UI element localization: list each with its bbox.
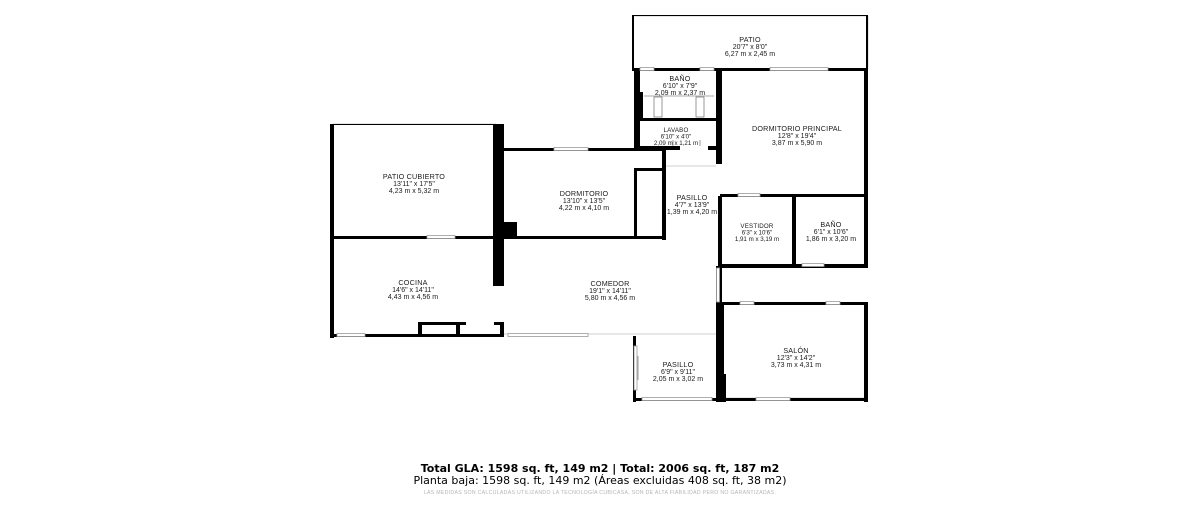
- svg-text:BAÑO: BAÑO: [669, 74, 690, 83]
- svg-text:6'9" x 9'11": 6'9" x 9'11": [661, 369, 695, 376]
- svg-text:COMEDOR: COMEDOR: [591, 279, 630, 288]
- svg-text:4,43 m x 4,56 m: 4,43 m x 4,56 m: [388, 294, 438, 301]
- svg-text:DORMITORIO PRINCIPAL: DORMITORIO PRINCIPAL: [752, 124, 842, 133]
- svg-text:6'10" x 4'0": 6'10" x 4'0": [661, 134, 692, 141]
- room-label-lavabo: LAVABO 6'10" x 4'0" 2,09 m x 1,21 m: [654, 127, 698, 147]
- svg-text:PASILLO: PASILLO: [663, 360, 694, 369]
- svg-text:PASILLO: PASILLO: [677, 193, 708, 202]
- room-label-pasillo-1: PASILLO 4'7" x 13'9" 1,39 m x 4,20 m: [667, 193, 717, 216]
- svg-text:13'10" x 13'5": 13'10" x 13'5": [563, 198, 606, 205]
- svg-text:12'3" x 14'2": 12'3" x 14'2": [777, 355, 816, 362]
- room-label-dormitorio-principal: DORMITORIO PRINCIPAL 12'8" x 19'4" 3,87 …: [752, 124, 842, 147]
- svg-text:SALÓN: SALÓN: [783, 346, 808, 355]
- svg-text:2,05 m x 3,02 m: 2,05 m x 3,02 m: [653, 376, 703, 383]
- svg-text:19'1" x 14'11": 19'1" x 14'11": [589, 288, 631, 295]
- room-label-patio: PATIO 20'7" x 8'0" 6,27 m x 2,45 m: [725, 35, 775, 58]
- svg-text:COCINA: COCINA: [398, 278, 427, 287]
- room-label-bano-2: BAÑO 6'1" x 10'6" 1,86 m x 3,20 m: [806, 220, 856, 243]
- svg-text:4'7" x 13'9": 4'7" x 13'9": [675, 202, 710, 209]
- footer-totals: Total GLA: 1598 sq. ft, 149 m2 | Total: …: [420, 462, 780, 475]
- svg-text:14'6" x 14'11": 14'6" x 14'11": [392, 287, 434, 294]
- svg-text:5,80 m x 4,56 m: 5,80 m x 4,56 m: [585, 295, 635, 302]
- walls: [330, 15, 868, 402]
- room-label-vestidor: VESTIDOR 6'3" x 10'6" 1,91 m x 3,19 m: [735, 223, 779, 243]
- svg-text:6'10" x 7'9": 6'10" x 7'9": [663, 83, 698, 90]
- svg-text:6'1" x 10'6": 6'1" x 10'6": [814, 229, 849, 236]
- room-label-bano-1: BAÑO 6'10" x 7'9" 2,09 m x 2,37 m: [655, 74, 705, 97]
- svg-text:LAVABO: LAVABO: [663, 127, 688, 134]
- svg-text:4,23 m x 5,32 m: 4,23 m x 5,32 m: [389, 188, 439, 195]
- svg-text:4,22 m x 4,10 m: 4,22 m x 4,10 m: [559, 205, 609, 212]
- room-label-patio-cubierto: PATIO CUBIERTO 13'11" x 17'5" 4,23 m x 5…: [383, 172, 445, 195]
- room-label-comedor: COMEDOR 19'1" x 14'11" 5,80 m x 4,56 m: [585, 279, 635, 302]
- footer-disclaimer: LAS MEDIDAS SON CALCULADAS UTILIZANDO LA…: [423, 490, 777, 496]
- svg-text:6'3" x 10'6": 6'3" x 10'6": [742, 230, 773, 237]
- svg-text:1,39 m x 4,20 m: 1,39 m x 4,20 m: [667, 209, 717, 216]
- room-label-salon: SALÓN 12'3" x 14'2" 3,73 m x 4,31 m: [771, 346, 821, 369]
- room-label-cocina: COCINA 14'6" x 14'11" 4,43 m x 4,56 m: [388, 278, 438, 301]
- windows: [336, 67, 841, 401]
- svg-text:3,87 m x 5,90 m: 3,87 m x 5,90 m: [772, 140, 822, 147]
- room-label-pasillo-2: PASILLO 6'9" x 9'11" 2,05 m x 3,02 m: [653, 360, 703, 383]
- svg-text:PATIO CUBIERTO: PATIO CUBIERTO: [383, 172, 445, 181]
- svg-text:BAÑO: BAÑO: [820, 220, 841, 229]
- svg-text:1,91 m x 3,19 m: 1,91 m x 3,19 m: [735, 236, 779, 243]
- svg-text:3,73 m x 4,31 m: 3,73 m x 4,31 m: [771, 362, 821, 369]
- svg-text:6,27 m x 2,45 m: 6,27 m x 2,45 m: [725, 51, 775, 58]
- svg-text:20'7" x 8'0": 20'7" x 8'0": [733, 44, 768, 51]
- svg-text:VESTIDOR: VESTIDOR: [740, 223, 774, 230]
- svg-text:DORMITORIO: DORMITORIO: [560, 189, 609, 198]
- svg-text:1,86 m x 3,20 m: 1,86 m x 3,20 m: [806, 236, 856, 243]
- svg-text:2,09 m x 2,37 m: 2,09 m x 2,37 m: [655, 90, 705, 97]
- svg-text:12'8" x 19'4": 12'8" x 19'4": [778, 133, 817, 140]
- svg-text:PATIO: PATIO: [739, 35, 761, 44]
- footer-floor-area: Planta baja: 1598 sq. ft, 149 m2 (Áreas …: [413, 474, 787, 487]
- fixtures: [637, 95, 714, 380]
- svg-text:13'11" x 17'5": 13'11" x 17'5": [393, 181, 435, 188]
- room-label-dormitorio: DORMITORIO 13'10" x 13'5" 4,22 m x 4,10 …: [559, 189, 609, 212]
- svg-text:2,09 m x 1,21 m: 2,09 m x 1,21 m: [654, 140, 698, 147]
